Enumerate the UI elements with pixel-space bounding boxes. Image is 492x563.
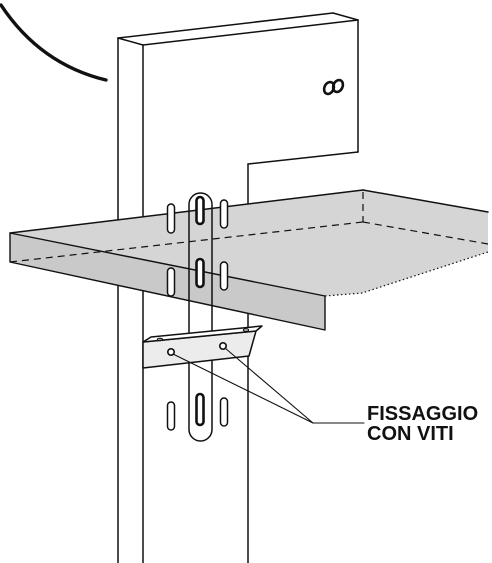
support-strip: [188, 192, 213, 442]
shelf-top-face: [10, 190, 488, 296]
shelf-hidden-right-bottom-edge: [362, 221, 489, 245]
panel-hole-icon: [322, 78, 345, 96]
slot: [219, 397, 229, 427]
bracket-top-lip: [142, 325, 263, 343]
shelf-back-top-edge: [9, 189, 364, 234]
callout-label-line1: FISSAGGIO: [367, 403, 478, 425]
callout-label: FISSAGGIO CON VITI: [367, 403, 478, 445]
screw-icon: [219, 341, 228, 350]
slot-row-2: [166, 257, 229, 297]
detail-callout-arc: [0, 3, 108, 82]
panel-top-right-edge: [332, 12, 359, 21]
slot: [166, 203, 176, 234]
shelf: [9, 189, 489, 331]
slot: [219, 261, 229, 291]
slot-row-3: [166, 392, 229, 431]
bracket-lip-hole: [242, 328, 250, 332]
slot: [195, 195, 205, 226]
bracket-lip-hole: [156, 337, 164, 342]
shelf-right-top-edge: [362, 189, 489, 213]
slot: [195, 257, 205, 289]
shelf-break-edge: [324, 251, 489, 297]
slot: [166, 401, 176, 431]
slot: [195, 392, 205, 427]
shelf-bracket: [142, 325, 263, 369]
panel-hole-right: [331, 78, 345, 94]
slot: [166, 267, 176, 297]
panel-step-edge: [247, 151, 359, 165]
screw-icon: [167, 347, 176, 356]
callout-label-line2: CON VITI: [367, 423, 454, 445]
leader-line-right-screw: [224, 347, 314, 424]
panel-top-front-edge: [142, 19, 359, 46]
slot: [219, 199, 229, 229]
callout-leader: [172, 347, 365, 424]
panel-top-left-edge: [117, 37, 144, 46]
panel-top-back-edge: [117, 12, 334, 39]
leader-line-left-screw: [172, 353, 314, 424]
slot-row-1: [166, 195, 229, 234]
